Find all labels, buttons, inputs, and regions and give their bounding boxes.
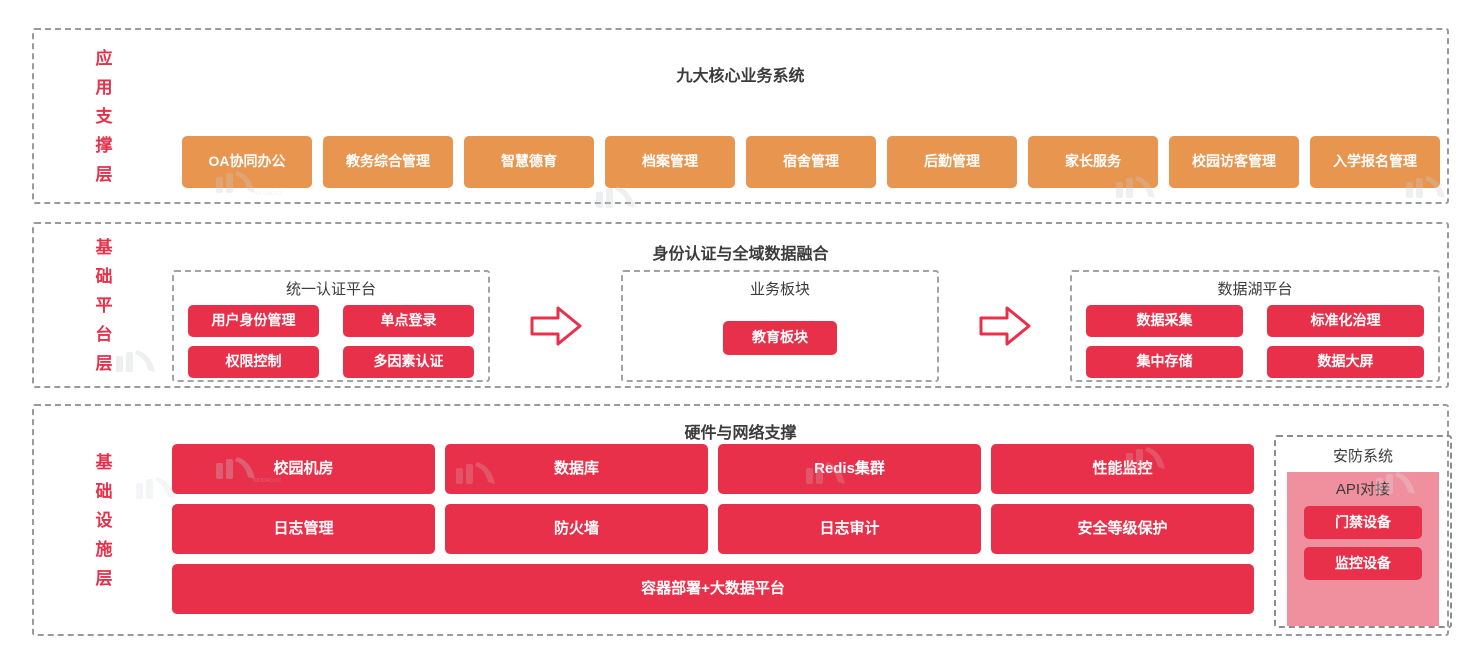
platform-box-user-identity-management[interactable]: 用户身份管理 [188,305,319,337]
group-title-unified-auth-platform: 统一认证平台 [285,281,376,298]
layer-label-char: 设 [95,510,113,530]
arrow-right-icon [530,306,581,346]
infra-box-performance-monitoring[interactable]: 性能监控 [991,444,1254,494]
group-grid-business-module: 教育板块 [637,305,923,370]
application-systems-row: OA协同办公 教务综合管理 智慧德育 档案管理 宿舍管理 后勤管理 家长服务 校… [182,136,1440,188]
infra-box-log-management[interactable]: 日志管理 [172,504,435,554]
layer-label-char: 支 [95,106,113,126]
app-box-archive-management[interactable]: 档案管理 [605,136,735,188]
platform-box-permission-control[interactable]: 权限控制 [188,346,319,378]
layer-application-support: 应 用 支 撑 层 九大核心业务系统 OA协同办公 教务综合管理 智慧德育 档案… [32,28,1449,208]
platform-box-data-collection[interactable]: 数据采集 [1086,305,1243,337]
app-box-campus-visitor-management[interactable]: 校园访客管理 [1169,136,1299,188]
infra-box-firewall[interactable]: 防火墙 [445,504,708,554]
arrow-cell-2 [939,270,1070,382]
section-title-hardware-network-support: 硬件与网络支撑 [684,425,797,442]
group-security-system: 安防系统 API对接 门禁设备 监控设备 [1274,435,1452,628]
group-data-lake-platform: 数据湖平台 数据采集 标准化治理 集中存储 数据大屏 [1070,270,1440,382]
app-box-dormitory-management[interactable]: 宿舍管理 [746,136,876,188]
app-box-smart-moral-education[interactable]: 智慧德育 [464,136,594,188]
security-box-access-control-device[interactable]: 门禁设备 [1304,506,1422,539]
platform-box-education-module[interactable]: 教育板块 [723,320,837,355]
infrastructure-boxes: 校园机房 数据库 Redis集群 性能监控 日志管理 防火墙 日志审计 安全等级… [172,444,1254,624]
platform-box-standardized-governance[interactable]: 标准化治理 [1267,305,1424,337]
infra-box-database[interactable]: 数据库 [445,444,708,494]
layer-infrastructure: 基 础 设 施 层 硬件与网络支撑 校园机房 数据库 Redis集群 性能监控 … [32,404,1452,636]
layer-label-char: 撑 [95,135,113,155]
arrow-right-icon [979,306,1030,346]
api-integration-title: API对接 [1335,481,1391,498]
platform-box-centralized-storage[interactable]: 集中存储 [1086,346,1243,378]
infra-box-security-level-protection[interactable]: 安全等级保护 [991,504,1254,554]
layer-label-char: 用 [95,77,113,97]
infrastructure-row-3: 容器部署+大数据平台 [172,564,1254,614]
app-box-parent-service[interactable]: 家长服务 [1028,136,1158,188]
group-title-business-module: 业务板块 [749,281,810,298]
layer-label-application-support: 应 用 支 撑 层 [80,30,128,202]
app-box-academic-management[interactable]: 教务综合管理 [323,136,453,188]
layer-label-char: 础 [95,481,113,501]
layer-label-infrastructure: 基 础 设 施 层 [80,406,128,634]
layer-label-char: 层 [95,353,113,373]
layer-label-char: 施 [95,539,113,559]
group-title-security-system: 安防系统 [1332,448,1393,465]
group-title-data-lake-platform: 数据湖平台 [1217,281,1293,298]
layer-label-char: 层 [95,164,113,184]
layer-label-char: 层 [95,568,113,588]
platform-box-single-sign-on[interactable]: 单点登录 [343,305,474,337]
app-box-oa-collaboration[interactable]: OA协同办公 [182,136,312,188]
app-box-logistics-management[interactable]: 后勤管理 [887,136,1017,188]
layer-label-char: 应 [95,48,113,68]
platform-box-multi-factor-auth[interactable]: 多因素认证 [343,346,474,378]
layer-label-char: 基 [95,237,113,257]
platform-box-data-dashboard[interactable]: 数据大屏 [1267,346,1424,378]
app-box-enrollment-management[interactable]: 入学报名管理 [1310,136,1440,188]
infra-box-campus-server-room[interactable]: 校园机房 [172,444,435,494]
layer-label-char: 台 [95,324,113,344]
layer-label-char: 平 [95,295,113,315]
security-box-surveillance-device[interactable]: 监控设备 [1304,547,1422,580]
layer-label-char: 基 [95,452,113,472]
layer-label-char: 础 [95,266,113,286]
group-grid-data-lake-platform: 数据采集 标准化治理 集中存储 数据大屏 [1086,305,1424,378]
infra-box-redis-cluster[interactable]: Redis集群 [718,444,981,494]
group-unified-auth-platform: 统一认证平台 用户身份管理 单点登录 权限控制 多因素认证 [172,270,490,382]
infrastructure-row-2: 日志管理 防火墙 日志审计 安全等级保护 [172,504,1254,554]
group-grid-unified-auth-platform: 用户身份管理 单点登录 权限控制 多因素认证 [188,305,474,378]
infra-box-log-audit[interactable]: 日志审计 [718,504,981,554]
layer-base-platform: 基 础 平 台 层 身份认证与全域数据融合 统一认证平台 用户身份管理 单点登录… [32,222,1449,388]
api-integration-panel: API对接 门禁设备 监控设备 [1287,472,1439,626]
infra-box-container-bigdata-platform[interactable]: 容器部署+大数据平台 [172,564,1254,614]
svg-text:MODAO.CC: MODAO.CC [256,191,284,197]
section-title-identity-and-data-fusion: 身份认证与全域数据融合 [652,246,829,263]
layer-label-base-platform: 基 础 平 台 层 [80,224,128,386]
infrastructure-row-1: 校园机房 数据库 Redis集群 性能监控 [172,444,1254,494]
arrow-cell-1 [490,270,621,382]
group-business-module: 业务板块 教育板块 [621,270,939,382]
platform-groups-row: 统一认证平台 用户身份管理 单点登录 权限控制 多因素认证 业务板块 教育板块 [172,270,1440,382]
section-title-core-business-systems: 九大核心业务系统 [676,68,805,85]
